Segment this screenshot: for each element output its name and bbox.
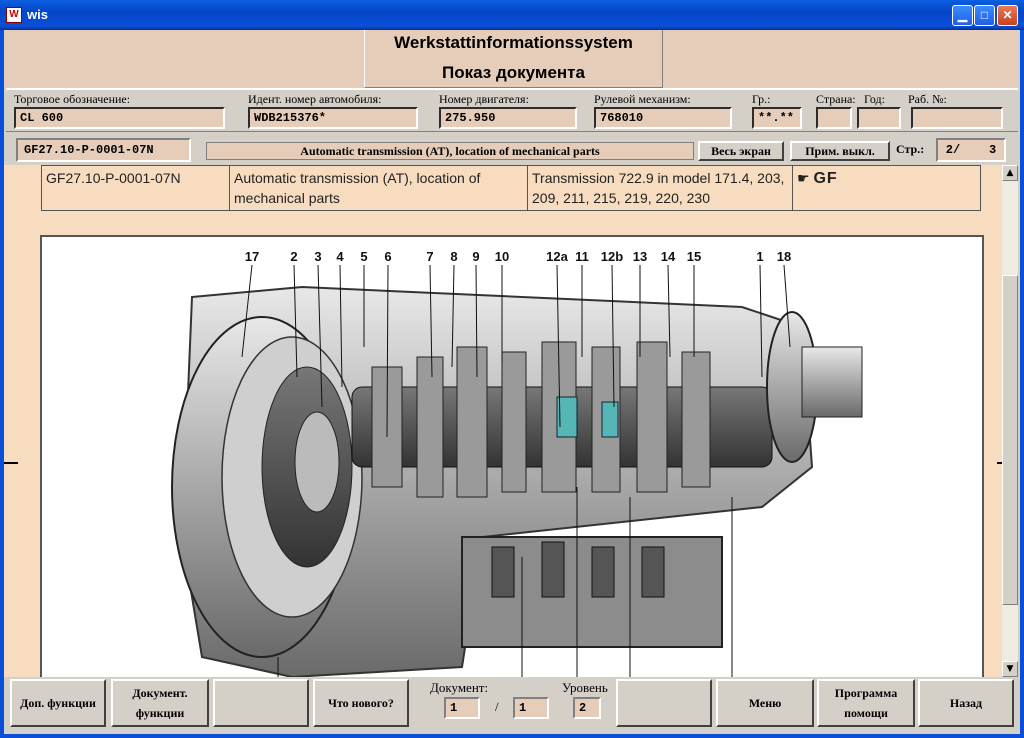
document-counter-label: Документ:	[430, 680, 489, 695]
bottom-toolbar: Доп. функции Документ. функции Что новог…	[4, 677, 1018, 734]
document-title-field: Automatic transmission (AT), location of…	[206, 142, 694, 160]
callout-9: 9	[472, 249, 479, 264]
document-code-field: GF27.10-P-0001-07N	[16, 138, 191, 162]
vehicle-info-row: Торговое обозначение: CL 600 Идент. номе…	[6, 88, 1018, 132]
page-total: 3	[989, 143, 997, 157]
header-background	[4, 30, 1018, 88]
maximize-icon: □	[980, 8, 989, 22]
minimize-button[interactable]: ▁	[952, 5, 973, 26]
document-separator: /	[495, 699, 499, 714]
table-cell-title: Automatic transmission (AT), location of…	[229, 165, 528, 211]
view-name: Показ документа	[442, 63, 585, 82]
minimize-icon: ▁	[957, 8, 968, 22]
callout-15: 15	[687, 249, 701, 264]
callout-8: 8	[450, 249, 457, 264]
help-button[interactable]: Программа помощи	[817, 679, 915, 727]
left-page-marker	[4, 462, 18, 464]
callout-1: 1	[756, 249, 763, 264]
callout-13: 13	[633, 249, 647, 264]
work-no-field[interactable]	[911, 107, 1003, 129]
close-button[interactable]: ✕	[997, 5, 1018, 26]
year-field[interactable]	[857, 107, 901, 129]
year-label: Год:	[864, 92, 885, 106]
vertical-scrollbar[interactable]: ▲ ▼	[1002, 165, 1018, 677]
callout-7: 7	[426, 249, 433, 264]
steering-label: Рулевой механизм:	[594, 92, 691, 106]
page-current: 2/	[945, 143, 961, 157]
vin-field[interactable]: WDB215376*	[248, 107, 418, 129]
empty-button-1[interactable]	[213, 679, 309, 727]
arrow-down-icon: ▼	[1006, 664, 1014, 674]
level-label: Уровень	[562, 680, 608, 695]
document-functions-button[interactable]: Документ. функции	[111, 679, 209, 727]
hand-pointer-icon: ☛	[797, 170, 810, 186]
callout-18: 18	[777, 249, 791, 264]
scroll-thumb[interactable]	[1002, 275, 1018, 605]
level-field[interactable]: 2	[573, 697, 601, 719]
page-indicator: 2/ 3	[936, 138, 1006, 162]
table-row: GF27.10-P-0001-07N Automatic transmissio…	[41, 165, 981, 211]
document-current-field[interactable]: 1	[444, 697, 480, 719]
engine-label: Номер двигателя:	[439, 92, 529, 106]
document-header-table: GF27.10-P-0001-07N Automatic transmissio…	[41, 165, 981, 211]
table-cell-code: GF27.10-P-0001-07N	[41, 165, 230, 211]
steering-field[interactable]: 768010	[594, 107, 732, 129]
scroll-up-button[interactable]: ▲	[1002, 165, 1018, 181]
trade-name-label: Торговое обозначение:	[14, 92, 131, 106]
back-button[interactable]: Назад	[918, 679, 1014, 727]
window-title: wis	[27, 7, 48, 22]
notes-off-button[interactable]: Прим. выкл.	[790, 141, 890, 161]
vin-label: Идент. номер автомобиля:	[248, 92, 382, 106]
callout-12a: 12a	[546, 249, 568, 264]
table-cell-badge: ☛ GF	[792, 165, 981, 211]
callout-6: 6	[384, 249, 391, 264]
group-field[interactable]: **.**	[752, 107, 802, 129]
callout-3: 3	[314, 249, 321, 264]
document-content[interactable]: GF27.10-P-0001-07N Automatic transmissio…	[4, 165, 1002, 677]
whats-new-button[interactable]: Что нового?	[313, 679, 409, 727]
extra-functions-button[interactable]: Доп. функции	[10, 679, 106, 727]
gf-badge: GF	[813, 170, 838, 187]
title-bar[interactable]: W wis ▁ □ ✕	[0, 0, 1024, 30]
page-label: Стр.:	[896, 142, 925, 156]
table-cell-applicability: Transmission 722.9 in model 171.4, 203, …	[527, 165, 793, 211]
work-no-label: Раб. №:	[908, 92, 947, 106]
page-header: Werkstattinformationssystem Показ докуме…	[364, 30, 663, 88]
engine-field[interactable]: 275.950	[439, 107, 577, 129]
close-icon: ✕	[1002, 8, 1013, 22]
group-label: Гр.:	[752, 92, 771, 106]
callout-17: 17	[245, 249, 259, 264]
callout-4: 4	[336, 249, 344, 264]
scroll-down-button[interactable]: ▼	[1002, 661, 1018, 677]
menu-button[interactable]: Меню	[716, 679, 814, 727]
maximize-button[interactable]: □	[974, 5, 995, 26]
arrow-up-icon: ▲	[1006, 168, 1014, 178]
callout-2: 2	[290, 249, 297, 264]
app-document-icon[interactable]: W	[6, 7, 22, 23]
callout-5: 5	[360, 249, 367, 264]
document-total-field: 1	[513, 697, 549, 719]
document-toolbar: GF27.10-P-0001-07N Automatic transmissio…	[6, 135, 1018, 165]
fullscreen-button[interactable]: Весь экран	[698, 141, 784, 161]
empty-button-2[interactable]	[616, 679, 712, 727]
country-label: Страна:	[816, 92, 856, 106]
callout-12b: 12b	[601, 249, 623, 264]
callout-10: 10	[495, 249, 509, 264]
callout-11: 11	[575, 249, 589, 264]
trade-name-field[interactable]: CL 600	[14, 107, 225, 129]
country-field[interactable]	[816, 107, 852, 129]
system-name: Werkstattinformationssystem	[394, 33, 633, 52]
callout-14: 14	[661, 249, 676, 264]
